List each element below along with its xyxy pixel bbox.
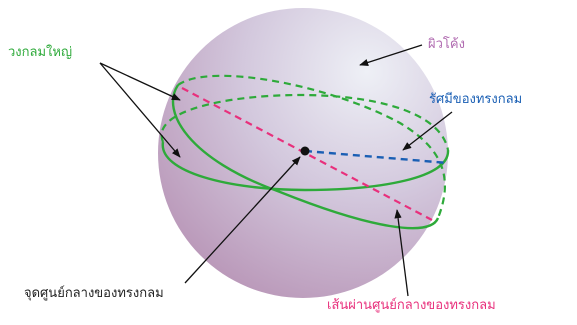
center-point [300, 146, 310, 156]
diameter-arrow [394, 209, 409, 297]
surface-label: ผิวโค้ง [428, 37, 465, 52]
radius-label: รัศมีของทรงกลม [429, 92, 523, 107]
great-circle-2-front-arc [161, 141, 450, 192]
great-circle-2-hidden-arc [160, 93, 450, 151]
diameter-label: เส้นผ่านศูนย์กลางของทรงกลม [327, 298, 496, 313]
center-arrow [184, 156, 301, 284]
center-label: จุดศูนย์กลางของทรงกลม [24, 286, 164, 301]
great-circle-1-front-arc [171, 84, 440, 230]
great-circle-arrow-upper [99, 62, 181, 101]
great-circle-arrow-lower [99, 62, 181, 158]
surface-arrow [359, 44, 423, 66]
radius-arrow [402, 111, 453, 151]
great-circle-label: วงกลมใหญ่ [8, 45, 73, 60]
great-circle-1-hidden-arc [177, 74, 446, 219]
